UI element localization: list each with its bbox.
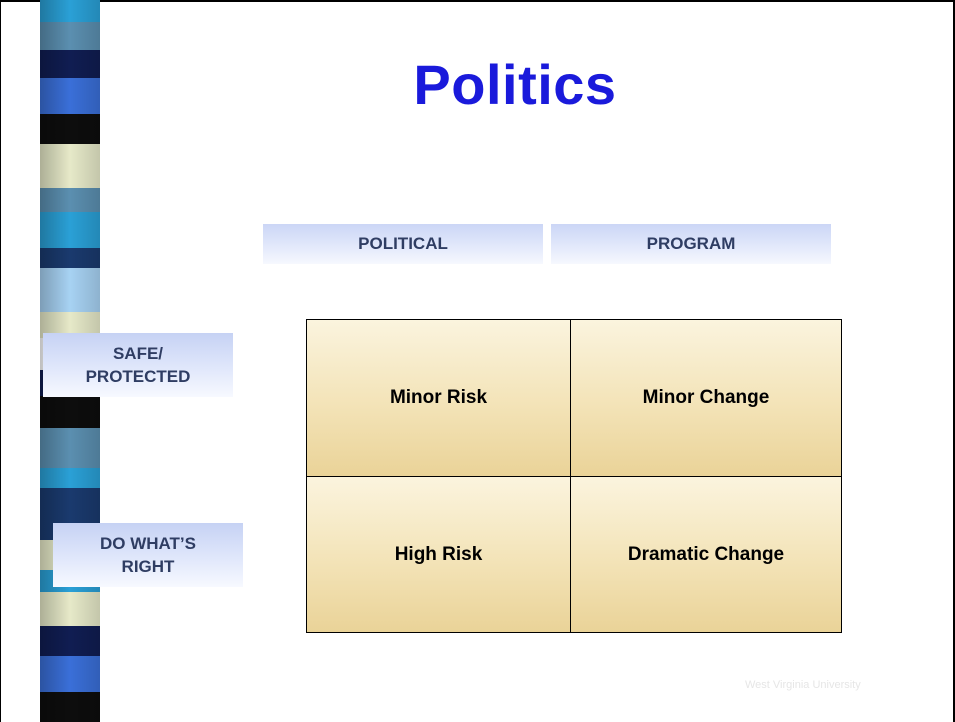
row-label-do-whats-right: DO WHAT’S RIGHT: [53, 523, 243, 587]
matrix-cell-minor-risk: Minor Risk: [307, 320, 571, 477]
matrix-cell-minor-change: Minor Change: [571, 320, 841, 477]
footer-institution: West Virginia University: [745, 679, 861, 691]
risk-change-matrix: Minor Risk Minor Change High Risk Dramat…: [306, 319, 842, 633]
slide-title: Politics: [413, 53, 617, 116]
column-header-political: POLITICAL: [263, 224, 543, 264]
slide-border-left: [0, 0, 1, 722]
row-label-line: DO WHAT’S: [99, 534, 196, 553]
slide-border-top: [0, 0, 955, 2]
row-label-safe-protected: SAFE/ PROTECTED: [43, 333, 233, 397]
row-label-line: PROTECTED: [85, 367, 191, 386]
row-label-line: SAFE/: [112, 344, 164, 363]
slide-border-right: [953, 0, 955, 722]
column-header-program: PROGRAM: [551, 224, 831, 264]
matrix-cell-high-risk: High Risk: [307, 477, 571, 632]
row-label-line: RIGHT: [121, 557, 175, 576]
matrix-cell-dramatic-change: Dramatic Change: [571, 477, 841, 632]
